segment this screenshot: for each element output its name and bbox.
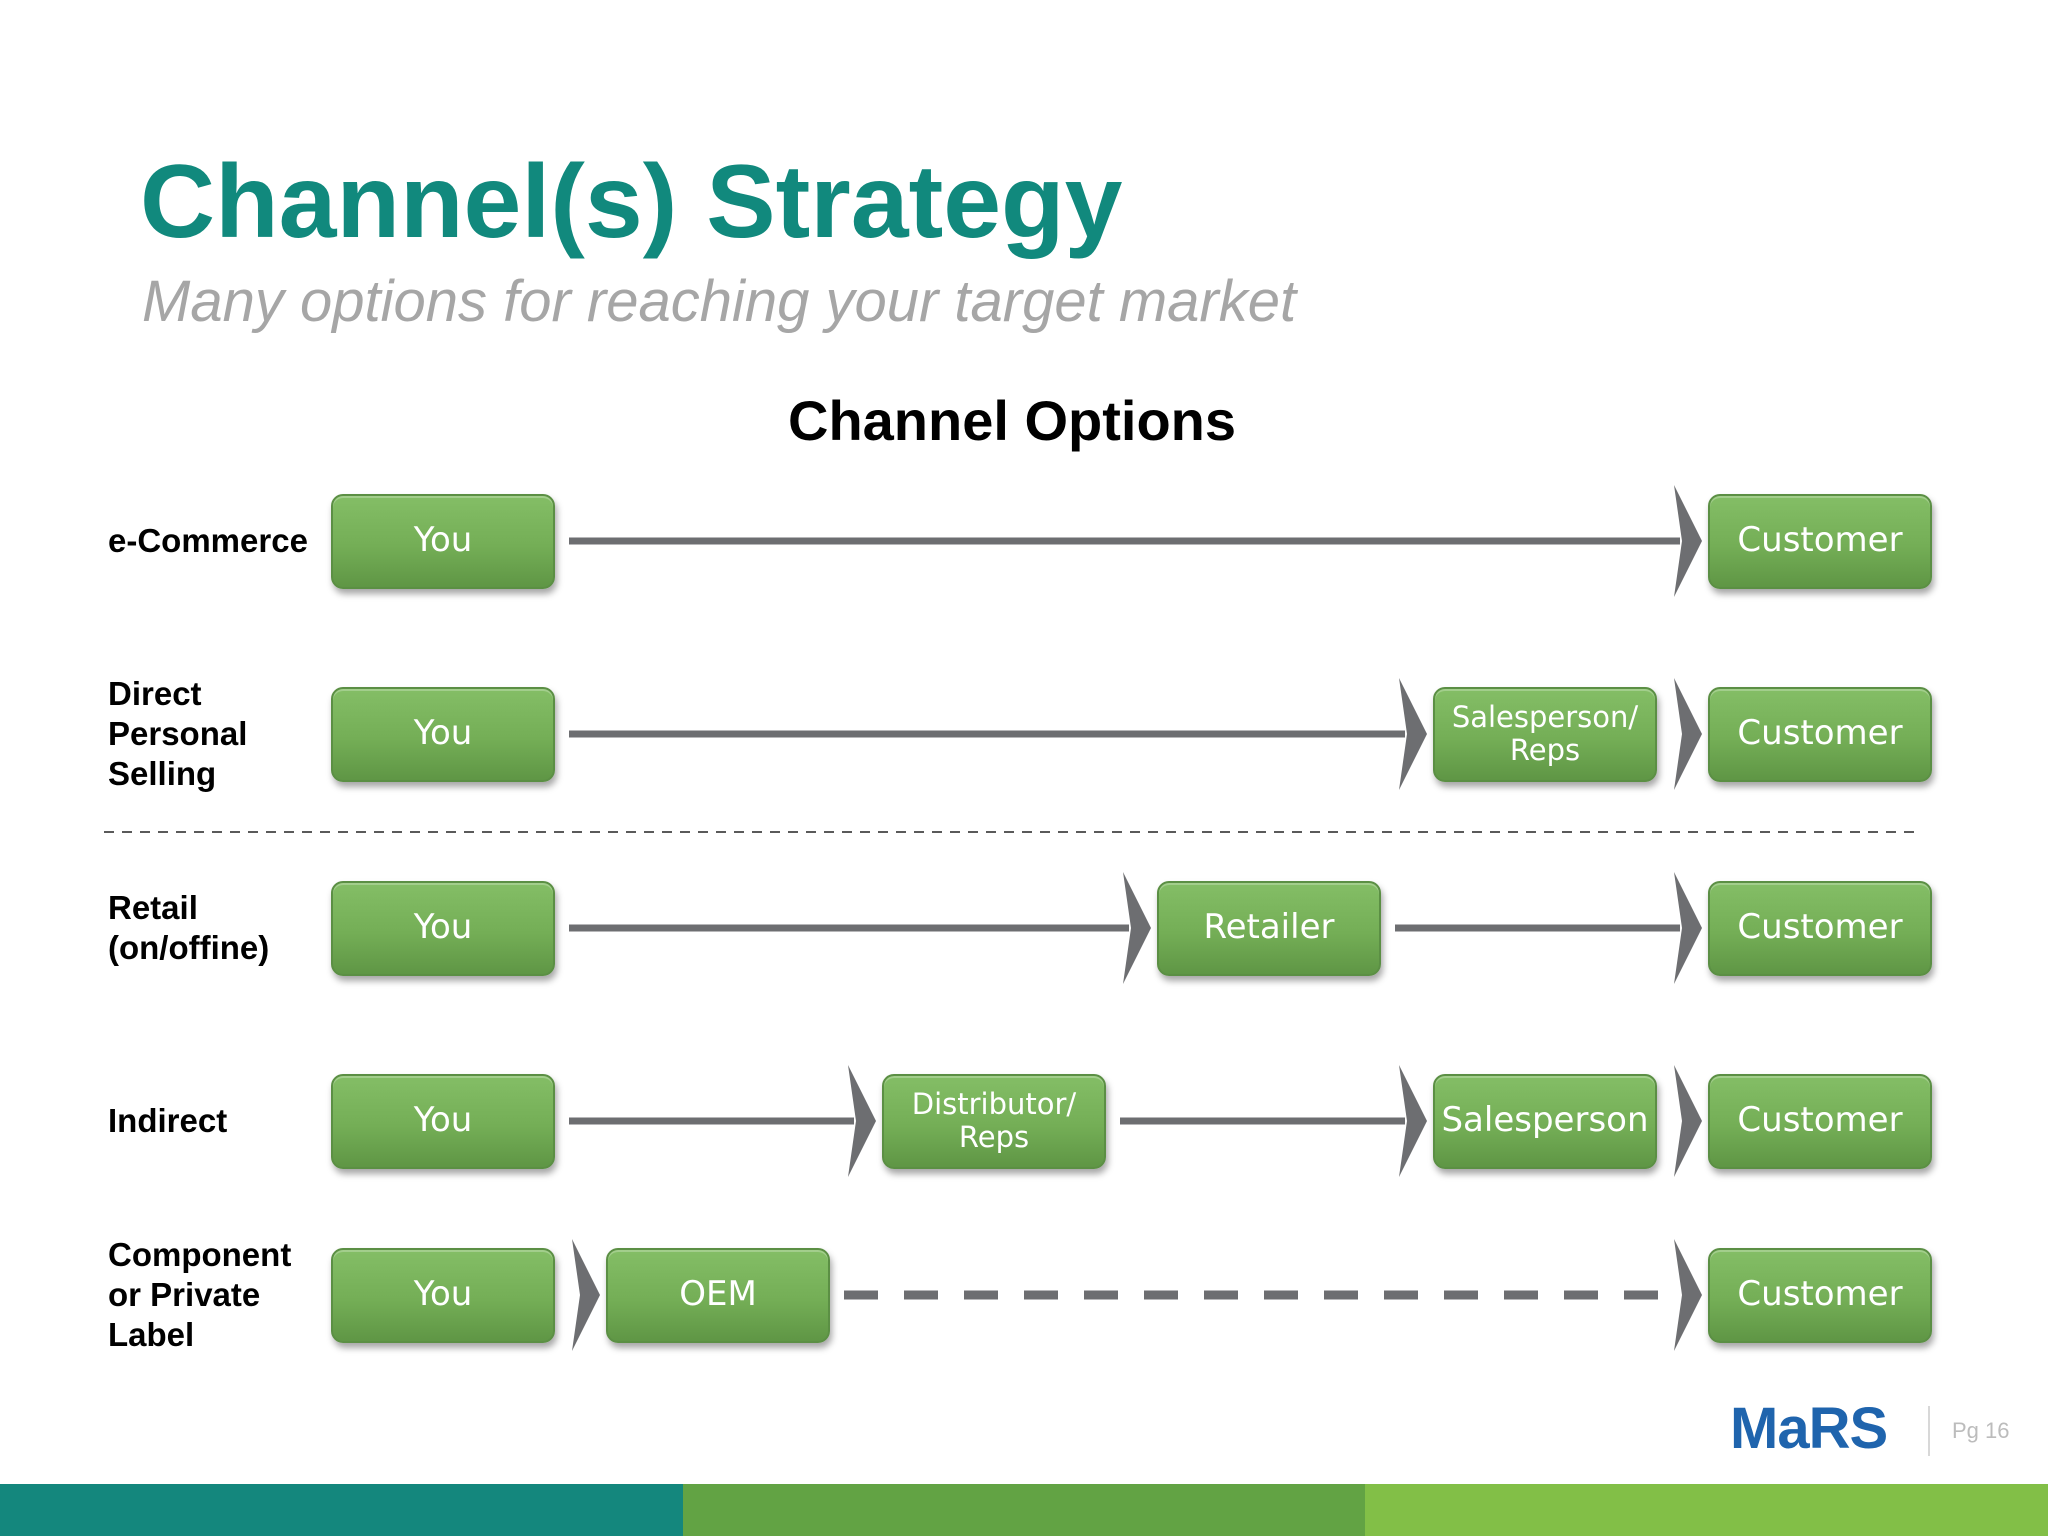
arrow-head: [1674, 485, 1702, 597]
channel-node: Salesperson/ Reps: [1433, 686, 1657, 782]
arrow-head: [572, 1239, 600, 1351]
channel-node: You: [331, 1247, 555, 1343]
diagram-heading: Channel Options: [788, 389, 1236, 452]
channel-node: Salesperson: [1433, 1073, 1657, 1169]
row-label: Component or Private Label: [108, 1236, 292, 1353]
arrow-head: [1399, 678, 1427, 790]
row-label: e-Commerce: [108, 522, 308, 559]
slide-title: Channel(s) Strategy: [140, 144, 1123, 260]
arrow-head: [1674, 1065, 1702, 1177]
page-number: Pg 16: [1952, 1418, 2010, 1443]
channel-node: Customer: [1708, 686, 1932, 782]
footer-divider: [1928, 1406, 1930, 1456]
bottom-color-bar: [0, 1484, 2048, 1536]
channel-node: Customer: [1708, 1073, 1932, 1169]
channel-node: You: [331, 880, 555, 976]
arrow-head: [1123, 872, 1151, 984]
channel-node: You: [331, 686, 555, 782]
row-label: Retail (on/offine): [108, 889, 270, 966]
arrow-head: [1399, 1065, 1427, 1177]
bottom-bar-segment-teal: [0, 1484, 683, 1536]
channel-node: You: [331, 493, 555, 589]
arrow-head: [1674, 1239, 1702, 1351]
channel-node: OEM: [606, 1247, 830, 1343]
bottom-bar-segment-lime: [1365, 1484, 2048, 1536]
channel-node: Retailer: [1157, 880, 1381, 976]
slide-subtitle: Many options for reaching your target ma…: [142, 269, 1297, 334]
channel-node: Customer: [1708, 1247, 1932, 1343]
row-label: Direct Personal Selling: [108, 675, 248, 792]
arrow-head: [848, 1065, 876, 1177]
channel-node: You: [331, 1073, 555, 1169]
bottom-bar-segment-green: [682, 1484, 1366, 1536]
channel-node: Customer: [1708, 493, 1932, 589]
mars-logo: MaRS: [1730, 1396, 1888, 1461]
arrow-head: [1674, 678, 1702, 790]
channel-node: Distributor/ Reps: [882, 1073, 1106, 1169]
row-label: Indirect: [108, 1102, 228, 1139]
arrow-head: [1674, 872, 1702, 984]
channel-node: Customer: [1708, 880, 1932, 976]
